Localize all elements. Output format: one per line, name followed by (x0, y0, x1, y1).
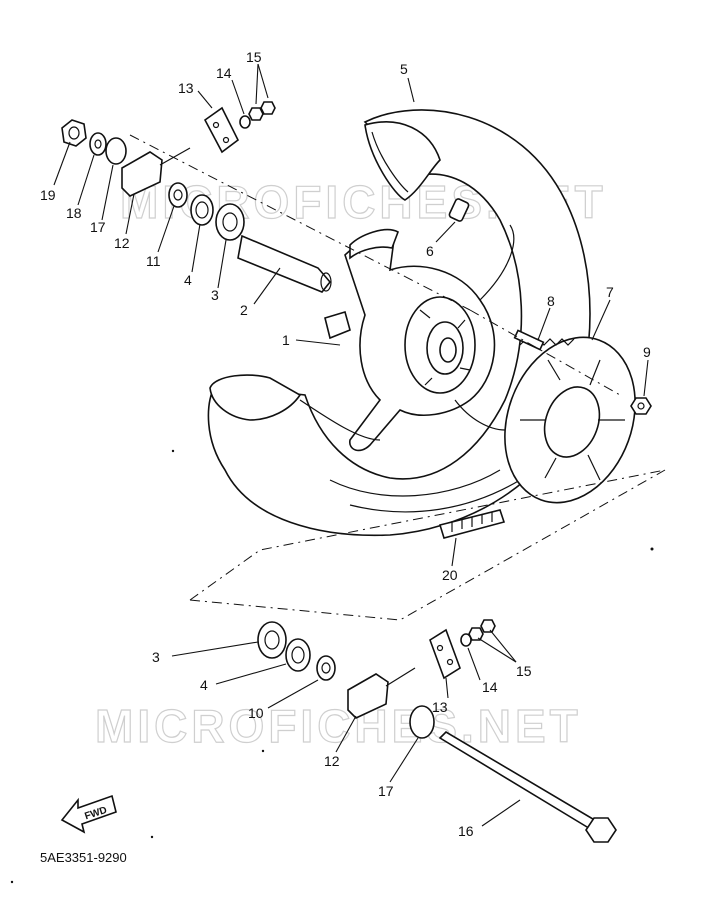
callout-12-bottom: 12 (324, 753, 340, 769)
bearing-bottom (257, 621, 287, 659)
tire-contour (349, 479, 521, 513)
tire-valve (448, 198, 470, 222)
drive-chain-section (438, 509, 506, 539)
callout-10: 10 (248, 705, 264, 721)
adjuster-plate-bottom (429, 628, 461, 680)
callout-9: 9 (643, 344, 651, 360)
washer-14-top (239, 115, 251, 129)
dot (171, 449, 175, 453)
callout-18: 18 (66, 205, 82, 221)
callout-5: 5 (400, 61, 408, 77)
leader-lines (53, 63, 649, 827)
washer-18 (89, 132, 107, 156)
drawing-code: 5AE3351-9290 (40, 850, 127, 865)
callout-14-bottom: 14 (482, 679, 498, 695)
callout-15-bottom: 15 (516, 663, 532, 679)
callout-4-bottom: 4 (200, 677, 208, 693)
callout-15: 15 (246, 49, 262, 65)
callout-13: 13 (178, 80, 194, 96)
sprocket-nut (630, 397, 652, 415)
axis-line (469, 309, 621, 396)
callout-20: 20 (442, 567, 458, 583)
callout-17: 17 (90, 219, 106, 235)
callout-11: 11 (146, 253, 161, 269)
rear-sprocket (504, 336, 636, 504)
wheel-hub (299, 224, 515, 452)
callout-13-bottom: 13 (432, 699, 448, 715)
dot (10, 880, 14, 884)
washer-14-bottom (460, 633, 472, 647)
callout-19: 19 (40, 187, 56, 203)
spacer-2 (237, 234, 332, 293)
dot (650, 547, 654, 551)
tire-contour (329, 469, 501, 497)
callout-17-bottom: 17 (378, 783, 394, 799)
plate-washer-17-top (105, 137, 127, 165)
callout-4: 4 (184, 272, 192, 288)
axis-line (189, 469, 666, 621)
wheel-axle (438, 730, 617, 843)
callout-2: 2 (240, 302, 248, 318)
watermark-bottom: MICROFICHES.NET (95, 700, 582, 752)
collar-10 (316, 655, 336, 681)
callout-1: 1 (282, 332, 290, 348)
callout-12: 12 (114, 235, 130, 251)
oil-seal-bottom (285, 638, 311, 672)
axis-line (189, 469, 666, 601)
callout-7: 7 (606, 284, 614, 300)
stud-bolt (513, 329, 545, 351)
dot (261, 749, 265, 753)
axis-line (129, 134, 471, 311)
callout-6: 6 (426, 243, 434, 259)
dot (150, 835, 154, 839)
chain-adjuster-top (121, 147, 191, 197)
forward-arrow-icon: FWD (60, 794, 117, 834)
collar-11 (168, 182, 188, 208)
oil-seal-top (190, 194, 214, 226)
callout-14: 14 (216, 65, 232, 81)
callout-8: 8 (547, 293, 555, 309)
nuts-15-top (248, 101, 276, 121)
callout-3: 3 (211, 287, 219, 303)
bearing-top (215, 203, 245, 241)
adjuster-plate-top (203, 106, 240, 154)
callout-16: 16 (458, 823, 474, 839)
nuts-15-bottom (468, 619, 496, 641)
axle-nut-top (61, 119, 87, 147)
plate-washer-17-bottom (409, 705, 435, 739)
callout-3-bottom: 3 (152, 649, 160, 665)
chain-adjuster-bottom (347, 667, 416, 719)
